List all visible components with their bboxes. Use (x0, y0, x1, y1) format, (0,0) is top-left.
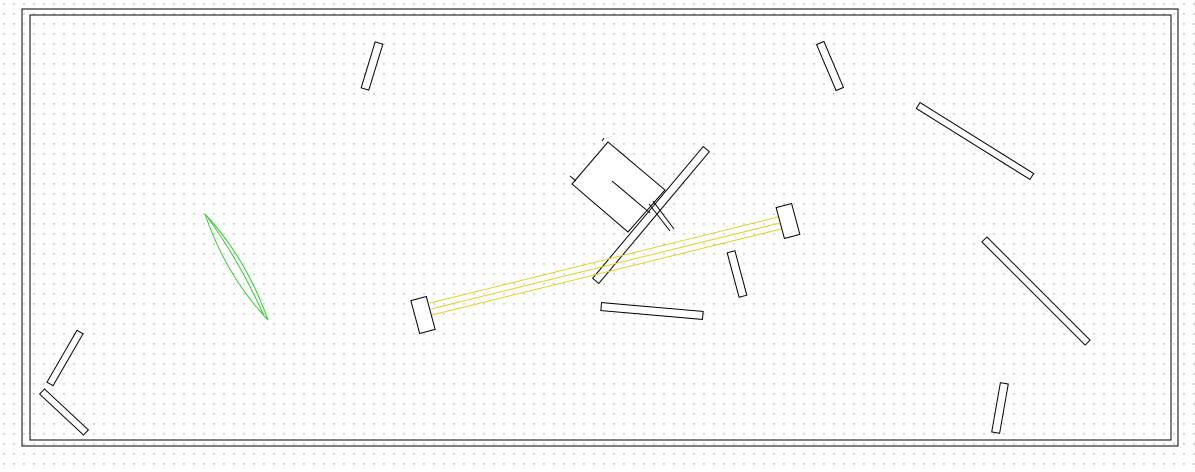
cavity-mirror-right[interactable] (775, 202, 801, 240)
lens-outline (204, 213, 269, 321)
mirror-top-right[interactable] (815, 40, 845, 92)
frame-outer (21, 8, 1179, 447)
plate-right[interactable] (981, 236, 1091, 346)
beam-line-3 (431, 228, 782, 316)
detector-tab-top (601, 137, 605, 142)
detector-inner-line (611, 180, 651, 214)
plate-bottom-left-lower[interactable] (38, 388, 90, 436)
plate-upper-right[interactable] (915, 101, 1035, 181)
lens-axis (207, 217, 265, 317)
detector-arm-2 (652, 200, 675, 230)
detector-tab-left (569, 175, 577, 182)
detector-box[interactable] (569, 137, 675, 233)
small-mirror-center[interactable] (726, 250, 748, 298)
beam-splitter[interactable] (591, 145, 711, 285)
plate-bottom-left-upper[interactable] (46, 329, 84, 387)
beam-line-2 (430, 222, 781, 310)
breadboard-frame (21, 8, 1179, 447)
mirror-bottom-right[interactable] (991, 382, 1009, 434)
cavity-mirror-left[interactable] (410, 295, 436, 335)
detector-arm (648, 203, 671, 232)
frame-inner (29, 14, 1172, 441)
laser-beam (429, 216, 782, 316)
mirror-top-left[interactable] (360, 41, 384, 91)
beam-line-1 (429, 216, 779, 304)
cylindrical-lens[interactable] (204, 213, 269, 321)
prism-block[interactable] (600, 302, 704, 320)
